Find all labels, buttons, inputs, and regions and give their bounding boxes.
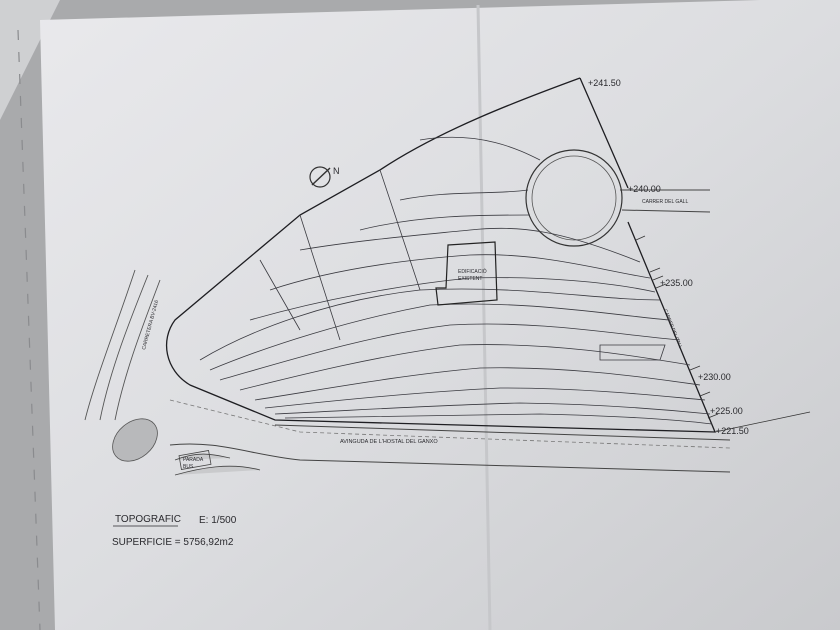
north-label: N: [333, 166, 340, 176]
bus-stop-label-1: PARADA: [183, 457, 204, 463]
legend-area: SUPERFICIE = 5756,92m2: [112, 537, 234, 548]
elevation-235: +235.00: [660, 278, 693, 288]
legend-title: TOPOGRAFIC: [115, 514, 181, 525]
existing-building: [435, 241, 498, 306]
elevation-225: +225.00: [710, 406, 743, 416]
legend-scale: E: 1/500: [199, 515, 237, 526]
paper-fold: [476, 4, 492, 630]
traffic-island: [112, 418, 158, 462]
avinguda-road: [169, 424, 731, 473]
sheet-edge-dashes: [17, 29, 41, 630]
north-arrow-icon: [309, 166, 331, 188]
building-label-2: EXISTENT: [458, 276, 482, 282]
elevation-230: +230.00: [698, 372, 731, 382]
bus-stop: [178, 450, 212, 470]
paper-sheet: [40, 0, 840, 630]
carrer-del-gall-road: [620, 189, 711, 213]
elevation-221: +221.50: [716, 426, 749, 436]
boundary-ticks: [635, 235, 719, 419]
bus-stop-label-2: BUS: [183, 464, 194, 470]
carretera-road: [84, 269, 161, 421]
elevation-240: +240.00: [628, 184, 661, 194]
elevation-241: +241.50: [588, 78, 621, 88]
avenue-label: AVINGUDA DE L'HOSTAL DEL GANXO: [340, 439, 438, 445]
street-label-carrer-del-gall: CARRER DEL GALL: [642, 199, 688, 205]
contour-lines: [199, 136, 713, 425]
building-label-1: EDIFICACIÓ: [458, 268, 487, 275]
roundabout: [525, 149, 623, 247]
